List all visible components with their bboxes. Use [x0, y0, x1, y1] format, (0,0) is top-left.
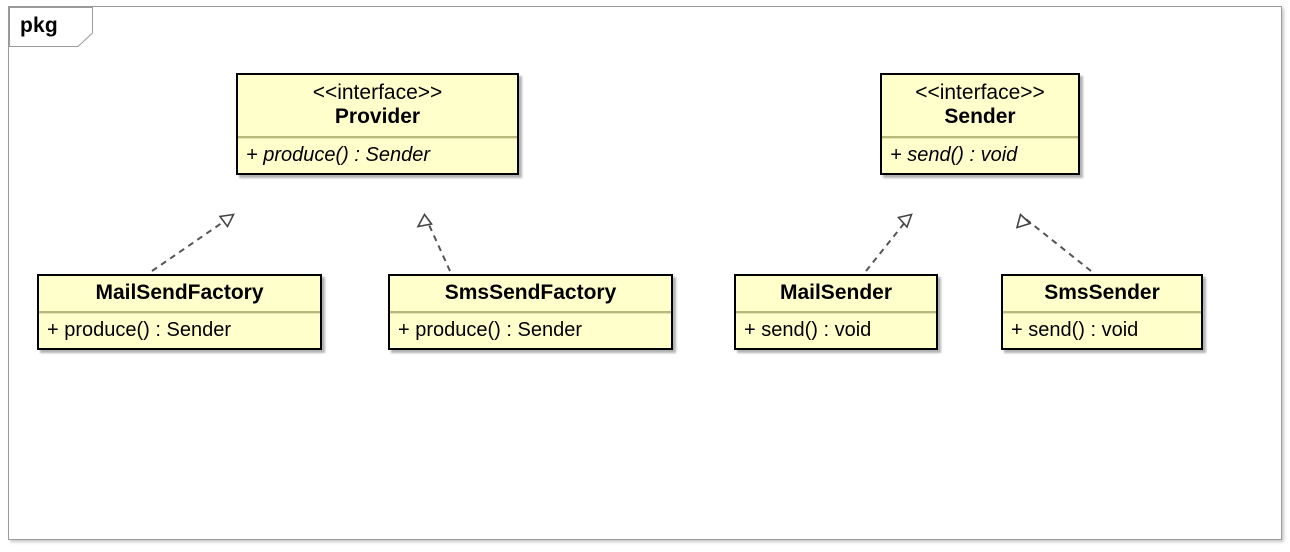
class-name: MailSender — [779, 281, 893, 304]
class-name: Sender — [944, 105, 1016, 129]
class-box-mailsendfactory[interactable]: MailSendFactory + produce() : Sender — [37, 274, 322, 351]
class-box-smssender[interactable]: SmsSender + send() : void — [1001, 274, 1203, 351]
class-stereotype: <<interface>> — [915, 81, 1045, 104]
realization-smssender-to-sender — [1015, 212, 1092, 272]
package-frame: pkg <<interface>> Provider + pr — [8, 6, 1282, 540]
realization-mailsender-to-sender — [865, 213, 913, 272]
class-box-mailsender[interactable]: MailSender + send() : void — [734, 274, 938, 351]
class-name: SmsSendFactory — [444, 281, 617, 304]
package-tab: pkg — [9, 7, 101, 47]
class-name: SmsSender — [1044, 281, 1160, 304]
class-members-smssendfactory: + produce() : Sender — [390, 313, 671, 348]
package-tab-label: pkg — [20, 14, 58, 37]
class-members-mailsendfactory: + produce() : Sender — [39, 313, 320, 348]
class-member: + produce() : Sender — [246, 143, 430, 166]
class-members-mailsender: + send() : void — [736, 313, 936, 348]
class-members-smssender: + send() : void — [1003, 313, 1201, 348]
class-header-sender: <<interface>> Sender — [882, 75, 1078, 138]
class-member: + send() : void — [1011, 319, 1139, 342]
class-member: + produce() : Sender — [398, 319, 582, 342]
class-box-sender[interactable]: <<interface>> Sender + send() : void — [880, 73, 1080, 175]
class-header-smssendfactory: SmsSendFactory — [390, 276, 671, 314]
realization-smssendfactory-to-provider — [416, 213, 451, 272]
class-member: + send() : void — [890, 143, 1018, 166]
class-name: Provider — [334, 105, 421, 129]
class-name: MailSendFactory — [95, 281, 264, 304]
class-header-mailsendfactory: MailSendFactory — [39, 276, 320, 314]
class-header-mailsender: MailSender — [736, 276, 936, 314]
class-member: + produce() : Sender — [47, 319, 231, 342]
class-members-sender: + send() : void — [882, 137, 1078, 173]
class-members-provider: + produce() : Sender — [238, 137, 517, 173]
class-box-provider[interactable]: <<interface>> Provider + produce() : Sen… — [236, 73, 519, 175]
class-member: + send() : void — [744, 319, 872, 342]
package-tab-shape — [9, 7, 93, 47]
class-header-provider: <<interface>> Provider — [238, 75, 517, 138]
class-box-smssendfactory[interactable]: SmsSendFactory + produce() : Sender — [388, 274, 673, 351]
class-stereotype: <<interface>> — [312, 81, 443, 104]
realization-mailsendfactory-to-provider — [151, 213, 235, 272]
class-header-smssender: SmsSender — [1003, 276, 1201, 314]
